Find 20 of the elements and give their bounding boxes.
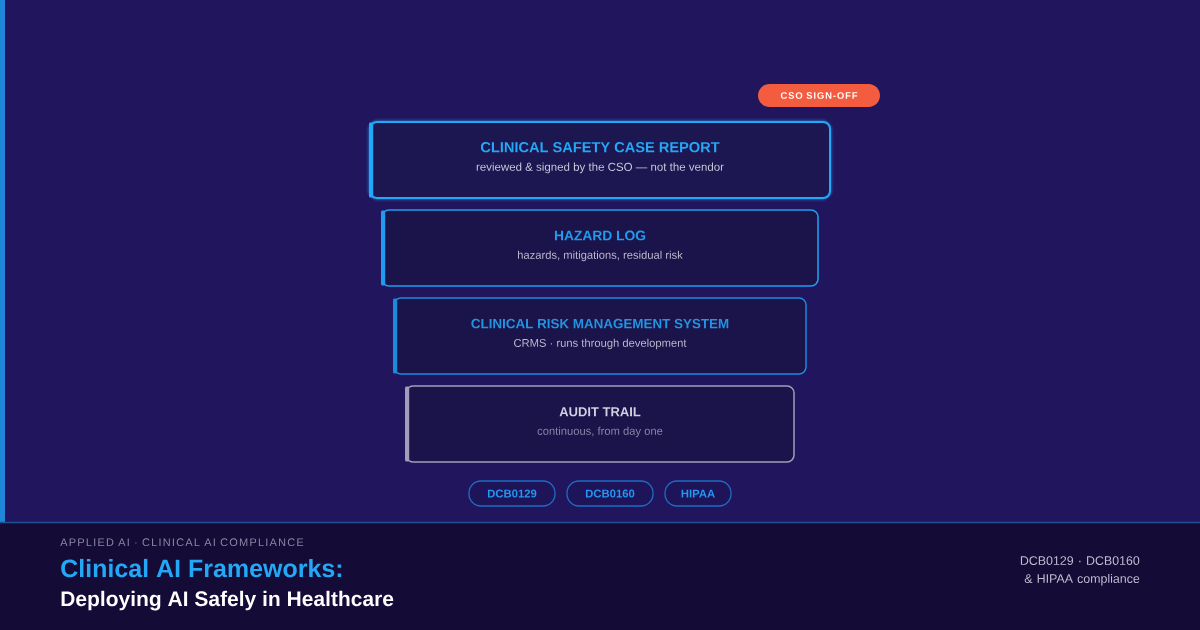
stage-box <box>366 118 834 202</box>
standard-pill: DCB0160 <box>566 480 654 507</box>
title: Clinical AI Frameworks: <box>61 558 342 578</box>
standard-pill: HIPAA <box>664 480 732 507</box>
box-subtitle: hazards, mitigations, residual risk <box>518 250 683 262</box>
box-title: AUDIT TRAIL <box>559 407 641 417</box>
stage-box <box>381 209 819 287</box>
box-subtitle: CRMS · runs through development <box>514 338 687 350</box>
box-title: CLINICAL SAFETY CASE REPORT <box>480 142 720 153</box>
eyebrow-text: APPLIED AI · CLINICAL AI COMPLIANCE <box>60 538 304 547</box>
box-title: HAZARD LOG <box>554 230 646 241</box>
stage-box <box>405 385 795 463</box>
compliance-note: DCB0129 · DCB0160 & HIPAA compliance <box>1020 556 1140 586</box>
stage-box <box>393 297 807 375</box>
box-subtitle: continuous, from day one <box>537 426 663 438</box>
subtitle: Deploying AI Safely in Healthcare <box>61 590 394 611</box>
sign-off-badge: CSO SIGN-OFF <box>758 84 880 107</box>
box-title: CLINICAL RISK MANAGEMENT SYSTEM <box>471 318 729 329</box>
standard-pill: DCB0129 <box>468 480 556 507</box>
box-subtitle: reviewed & signed by the CSO — not the vendor <box>476 162 724 174</box>
